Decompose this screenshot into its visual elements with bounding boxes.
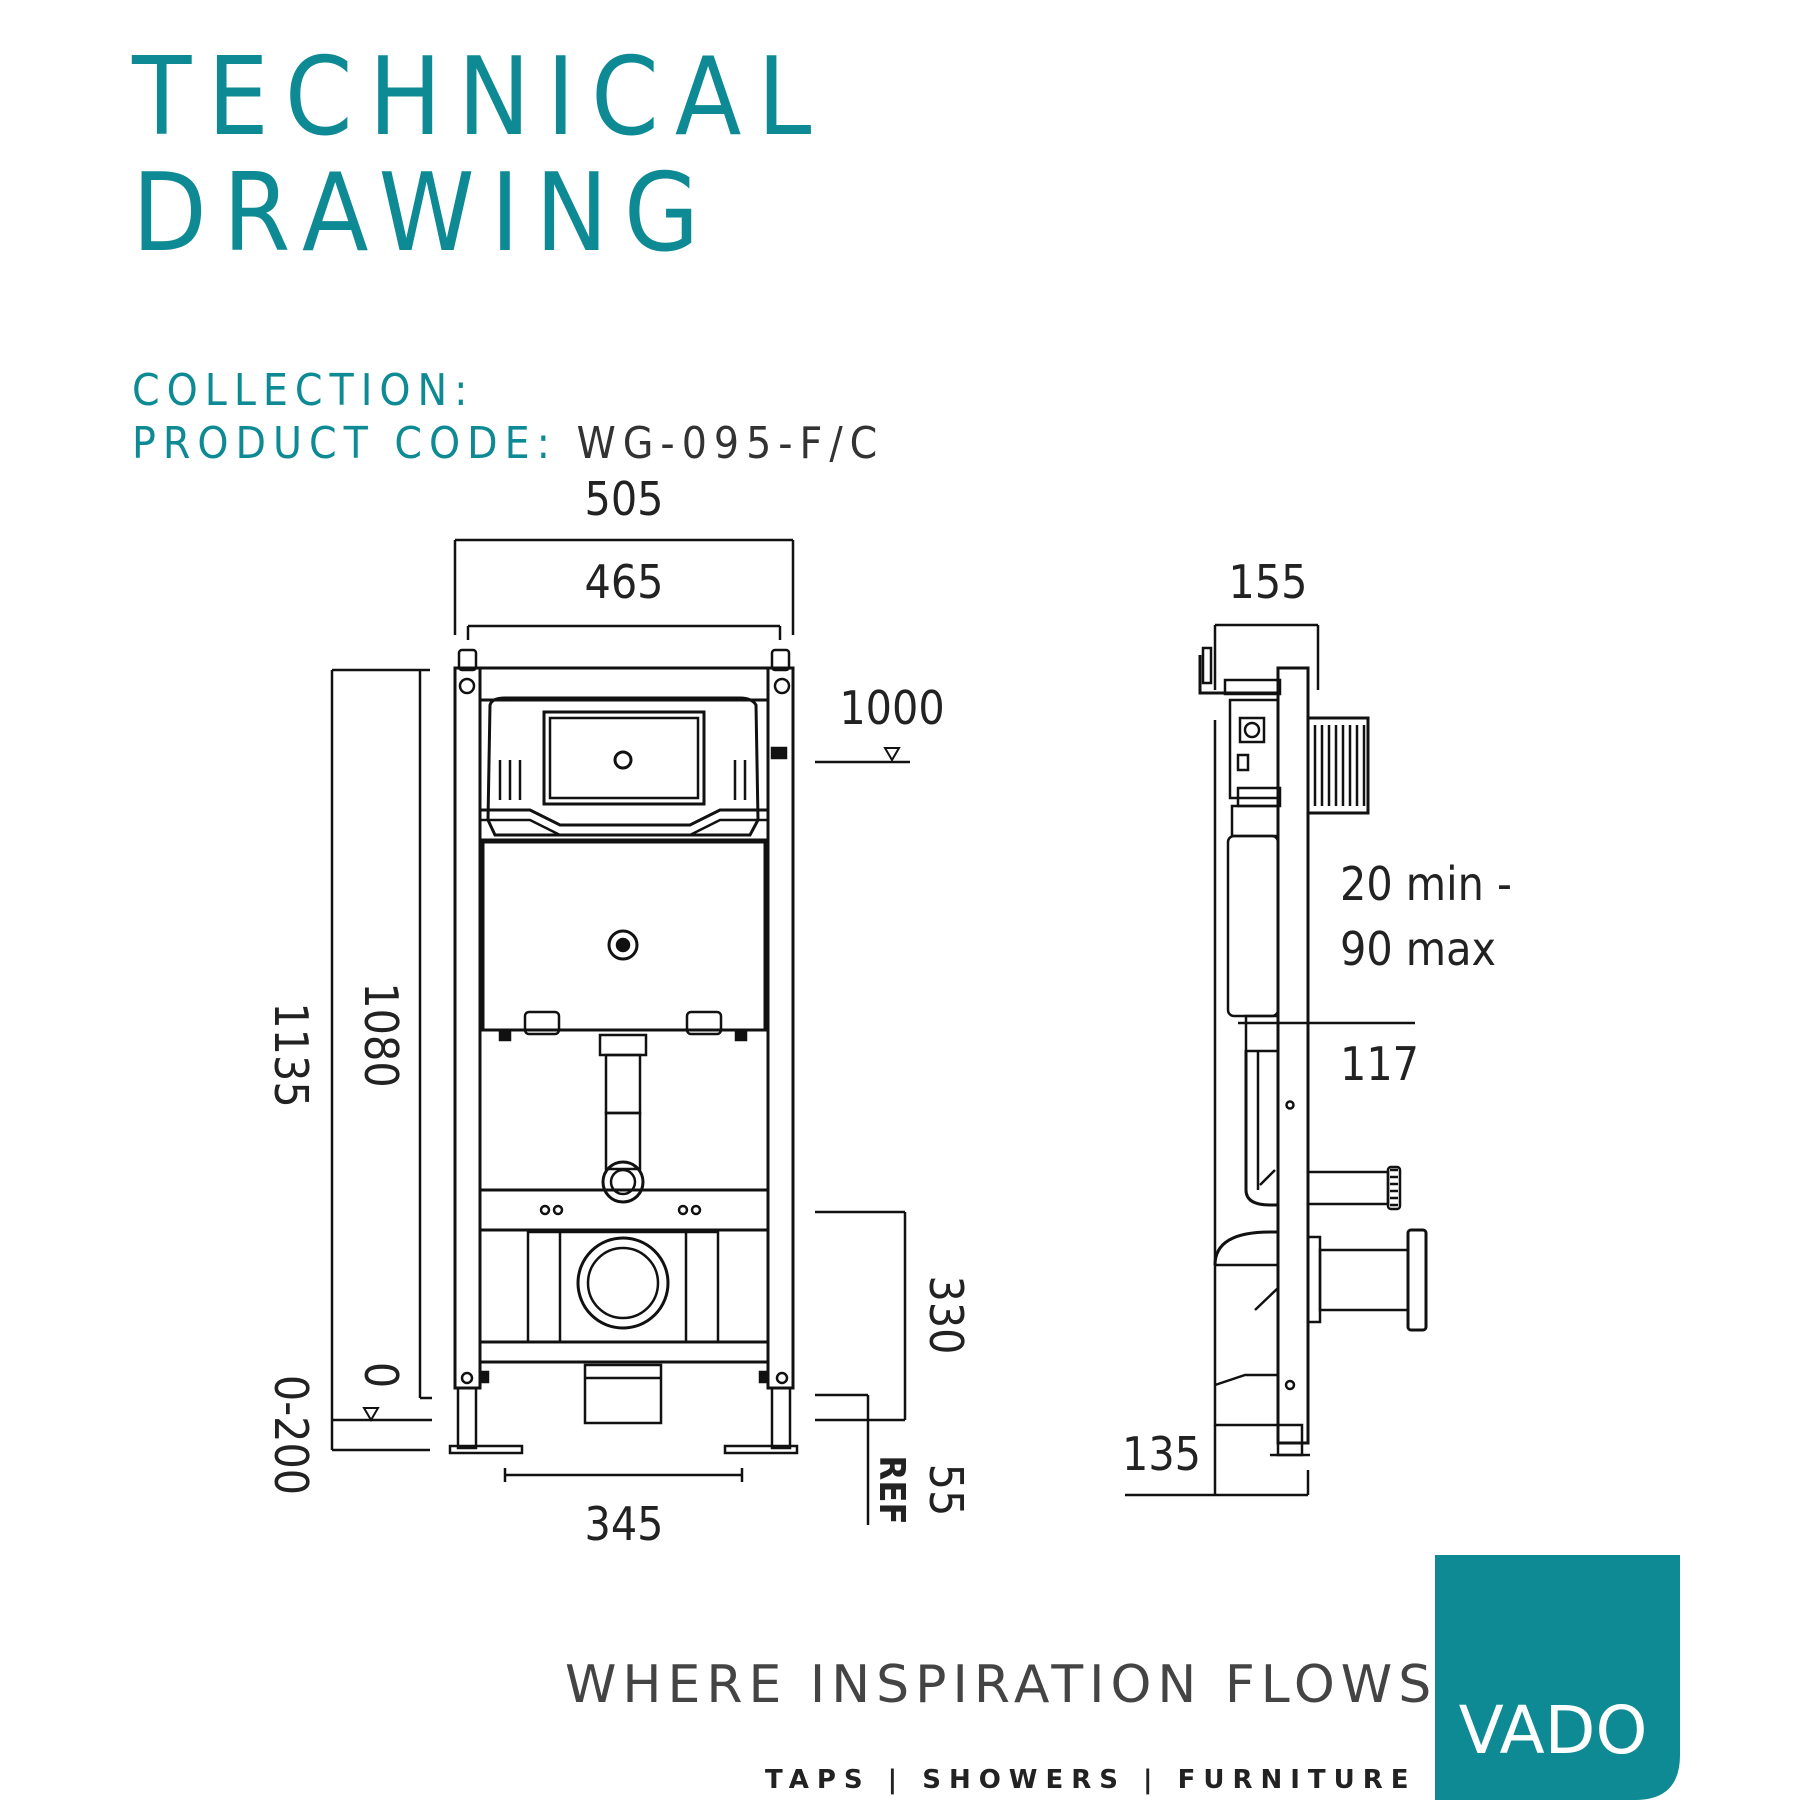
dim-height-total: 1135 [264, 1002, 318, 1107]
product-code-label: PRODUCT CODE: [132, 418, 558, 469]
front-view [330, 538, 910, 1525]
dim-base-depth: 135 [1122, 1427, 1201, 1481]
dim-flush-level: 1000 [839, 681, 944, 735]
dim-outlet-height: 330 [919, 1276, 973, 1355]
dim-ref-offset: 55 [919, 1464, 973, 1517]
dim-overall-width: 505 [585, 472, 664, 526]
dim-leg-range: 0-200 [264, 1375, 318, 1495]
vado-logo: VADO [1435, 1555, 1680, 1800]
dim-plate-depth: 117 [1340, 1037, 1419, 1091]
dim-height-frame: 1080 [354, 982, 408, 1087]
dim-wall-range-max: 90 max [1340, 922, 1496, 976]
dim-wall-range-min: 20 min - [1340, 857, 1512, 911]
brand-tagline: WHERE INSPIRATION FLOWS [565, 1655, 1438, 1715]
collection-label: COLLECTION: [132, 365, 475, 416]
product-code-row: PRODUCT CODE: WG-095-F/C [132, 418, 884, 469]
dim-feet-width: 345 [585, 1497, 664, 1551]
logo-text: VADO [1459, 1692, 1648, 1769]
dim-depth: 155 [1229, 555, 1308, 609]
collection-row: COLLECTION: [132, 365, 474, 416]
title-line-1: TECHNICAL [132, 35, 828, 160]
dim-ref-label: REF [871, 1455, 912, 1524]
title-line-2: DRAWING [132, 151, 716, 276]
dim-floor-zero: 0 [354, 1362, 408, 1388]
product-code-value: WG-095-F/C [576, 418, 885, 469]
side-view [1125, 623, 1428, 1497]
brand-subtag: TAPS | SHOWERS | FURNITURE [765, 1765, 1417, 1795]
dim-frame-width: 465 [585, 555, 664, 609]
